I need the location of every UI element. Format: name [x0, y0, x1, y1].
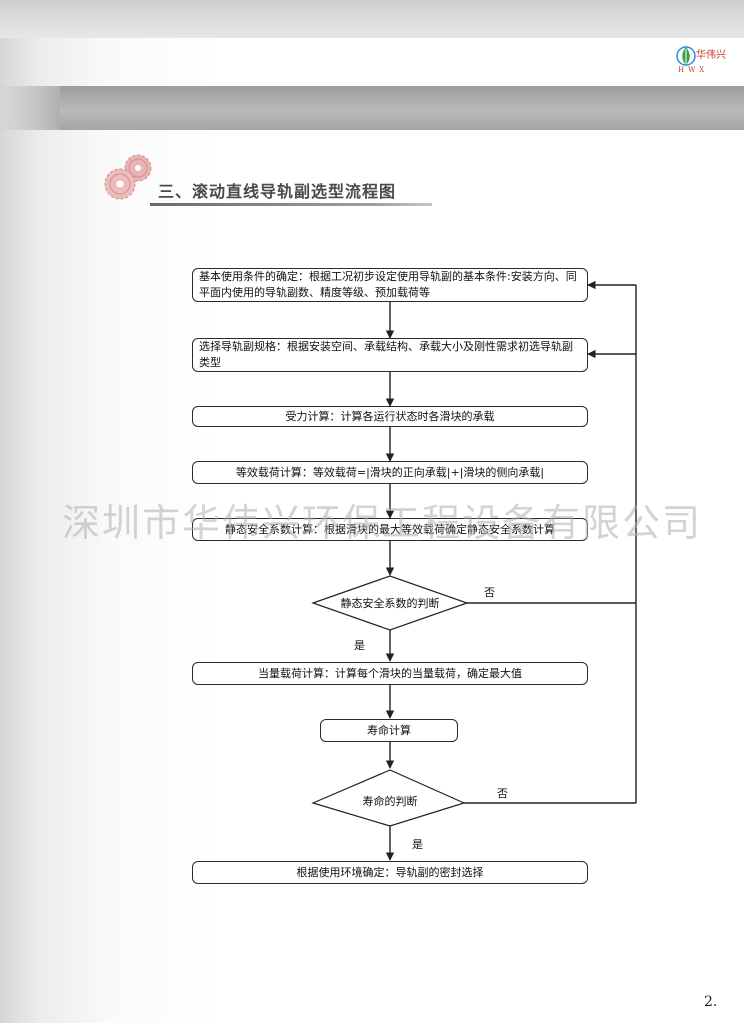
process-static-safety-text: 静态安全系数计算：根据滑块的最大等效载荷确定静态安全系数计算	[225, 522, 555, 536]
decision-static-diamond	[311, 575, 469, 631]
process-mean-load: 当量载荷计算：计算每个滑块的当量载荷，确定最大值	[192, 662, 588, 685]
process-seal-select-text: 根据使用环境确定：导轨副的密封选择	[296, 865, 484, 879]
page-number: 2.	[704, 994, 718, 1010]
edge-label-static-no: 否	[484, 586, 495, 599]
process-static-safety: 静态安全系数计算：根据滑块的最大等效载荷确定静态安全系数计算	[192, 518, 588, 541]
decision-static-label: 静态安全系数的判断	[340, 597, 440, 610]
edge-label-static-yes: 是	[354, 639, 365, 652]
process-basic-conditions: 基本使用条件的确定：根据工况初步设定使用导轨副的基本条件:安装方向、同平面内使用…	[192, 268, 588, 302]
logo-english-name: HWX	[678, 66, 709, 74]
top-margin-strip	[0, 0, 744, 38]
logo-chinese-name: 华伟兴	[696, 50, 726, 61]
decision-life-diamond	[311, 769, 466, 827]
process-select-spec-text: 选择导轨副规格：根据安装空间、承载结构、承载大小及刚性需求初选导轨副类型	[199, 340, 573, 369]
section-title: 三、滚动直线导轨副选型流程图	[158, 182, 397, 201]
process-equivalent-load-text: 等效载荷计算：等效载荷=|滑块的正向承载|+|滑块的侧向承载|	[235, 465, 545, 479]
edge-label-life-no: 否	[497, 787, 508, 800]
process-force-calc: 受力计算：计算各运行状态时各滑块的承载	[192, 406, 588, 427]
process-life-calc: 寿命计算	[320, 719, 458, 742]
process-seal-select: 根据使用环境确定：导轨副的密封选择	[192, 861, 588, 884]
process-force-calc-text: 受力计算：计算各运行状态时各滑块的承载	[285, 409, 495, 423]
gears-icon	[104, 154, 152, 200]
process-mean-load-text: 当量载荷计算：计算每个滑块的当量载荷，确定最大值	[258, 666, 522, 680]
process-equivalent-load: 等效载荷计算：等效载荷=|滑块的正向承载|+|滑块的侧向承载|	[192, 461, 588, 484]
edge-label-life-yes: 是	[412, 838, 423, 851]
decision-life-label: 寿命的判断	[362, 795, 418, 808]
process-life-calc-text: 寿命计算	[367, 723, 411, 737]
header-band-fade	[0, 86, 70, 130]
process-select-spec: 选择导轨副规格：根据安装空间、承载结构、承载大小及刚性需求初选导轨副类型	[192, 338, 588, 372]
process-basic-conditions-text: 基本使用条件的确定：根据工况初步设定使用导轨副的基本条件:安装方向、同平面内使用…	[199, 270, 577, 299]
company-logo: 华伟兴 HWX	[676, 44, 740, 82]
title-underline	[150, 203, 432, 206]
header-band	[60, 86, 744, 130]
leaf-logo-icon	[676, 46, 696, 66]
